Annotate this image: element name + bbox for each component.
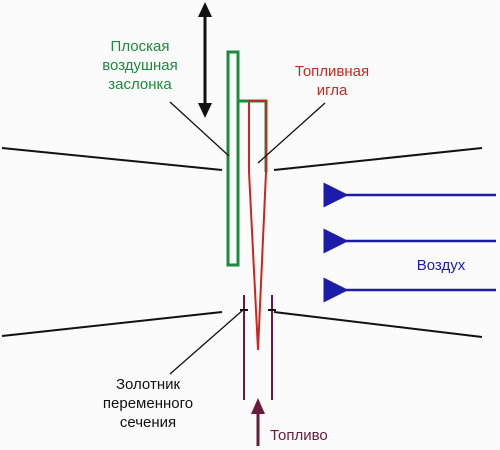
fuel-inlet-arrow-icon [251,398,265,446]
damper-bracket [238,99,268,172]
fuel-needle [248,100,267,351]
leader-spool [169,309,244,375]
damper-motion-double-arrow-icon [198,2,212,118]
leader-lines [169,101,326,375]
label-fuel: Топливо [270,427,328,444]
venturi-lower-wall-right [273,311,483,338]
leader-damper [169,101,230,157]
venturi-upper-wall-right [273,147,483,171]
label-variable-section-spool: Золотник переменного сечения [102,376,194,431]
leader-needle [257,102,326,164]
label-air: Воздух [416,257,466,274]
flat-air-damper [226,50,240,267]
label-flat-air-damper: Плоская воздушная заслонка [102,38,178,93]
air-flow-arrows [323,182,496,303]
variable-section-spool [243,295,273,400]
venturi-lower-wall [1,311,223,337]
venturi-upper-wall [1,147,223,171]
venturi-walls [1,147,483,338]
label-fuel-needle: Топливная игла [294,63,370,99]
